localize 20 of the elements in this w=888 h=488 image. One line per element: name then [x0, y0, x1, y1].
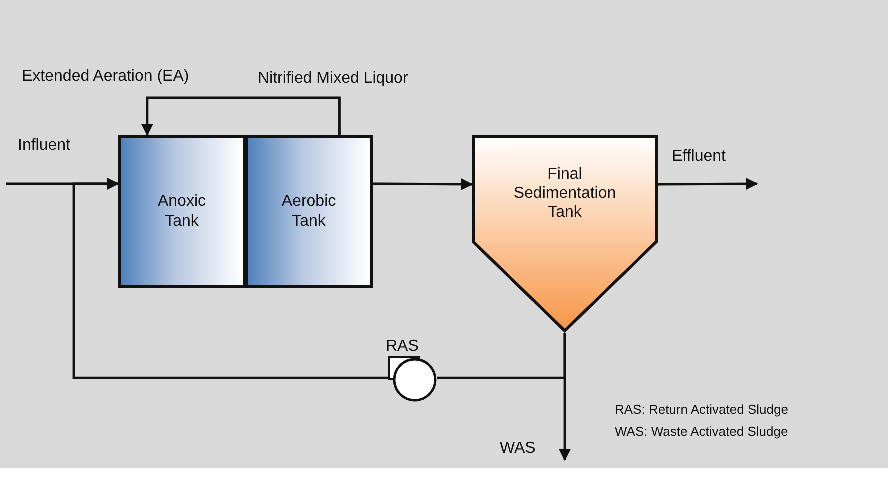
flow-arrow — [559, 333, 571, 462]
tank-box — [118, 135, 246, 288]
tank-label: Aerobic Tank — [280, 192, 338, 231]
pump-symbol — [388, 356, 437, 402]
diagram-title: Extended Aeration (EA) — [22, 68, 190, 86]
flow-arrow — [141, 96, 341, 136]
flow-arrow — [658, 178, 758, 190]
legend-note: WAS: Waste Activated Sludge — [615, 424, 788, 439]
flow-arrow — [373, 178, 474, 190]
edge-label: Influent — [18, 137, 70, 155]
legend-note: RAS: Return Activated Sludge — [615, 402, 788, 417]
flow-arrow — [72, 178, 388, 380]
tank-box — [245, 135, 373, 288]
tank-label: Anoxic Tank — [156, 192, 208, 231]
edge-label: WAS — [500, 440, 536, 458]
edge-label: Effluent — [672, 148, 726, 166]
tank-label: Final Sedimentation Tank — [512, 165, 618, 223]
pump-label: RAS — [386, 338, 419, 356]
edge-label: Nitrified Mixed Liquor — [258, 70, 408, 88]
clarifier-tank — [472, 135, 658, 333]
